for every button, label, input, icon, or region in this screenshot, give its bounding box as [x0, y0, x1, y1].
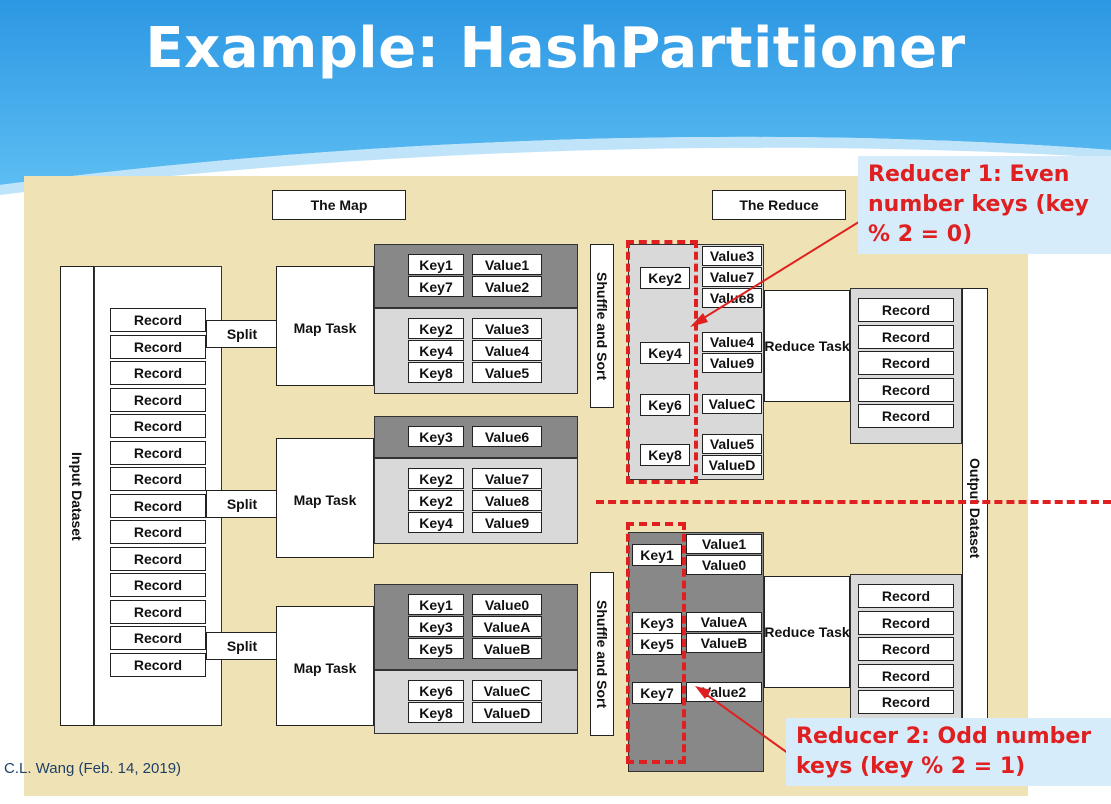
output-record: Record [858, 690, 954, 714]
credit-text: C.L. Wang (Feb. 14, 2019) [4, 760, 182, 777]
input-record: Record [110, 652, 206, 677]
header-swoosh [0, 136, 1111, 195]
map-output-key: Key7 [408, 276, 464, 297]
map-output-key: Key8 [408, 362, 464, 383]
map-output-key: Key3 [408, 426, 464, 447]
reduce-task-box: Reduce Task [764, 290, 850, 402]
input-record: Record [110, 467, 206, 491]
split-label: Split [206, 320, 278, 348]
map-task-box: Map Task [276, 438, 374, 558]
reducer-value: ValueA [686, 612, 762, 632]
input-record: Record [110, 387, 206, 412]
map-output-key: Key4 [408, 340, 464, 361]
reducer-value: ValueC [702, 394, 762, 414]
map-output-key: Key6 [408, 680, 464, 701]
page-title: Example: HashPartitioner [145, 16, 966, 81]
map-task-box: Map Task [276, 606, 374, 726]
input-record: Record [110, 308, 206, 332]
reducer-value: Value4 [702, 332, 762, 352]
reducer2-dashed-box [626, 522, 686, 764]
reducer-value: Value8 [702, 288, 762, 308]
map-output-key: Key8 [408, 702, 464, 723]
map-output-value: Value0 [472, 594, 542, 615]
output-record: Record [858, 404, 954, 428]
output-record: Record [858, 351, 954, 375]
map-output-value: Value2 [472, 276, 542, 297]
reducer-key: Key8 [640, 444, 690, 466]
map-output-value: Value7 [472, 468, 542, 489]
input-record: Record [110, 573, 206, 597]
reducer-value: Value2 [686, 682, 762, 702]
map-output-key: Key3 [408, 616, 464, 637]
map-output-key: Key1 [408, 594, 464, 615]
map-output-value: Value3 [472, 318, 542, 339]
split-label: Split [206, 632, 278, 660]
output-record: Record [858, 610, 954, 635]
reducer-value: Value0 [686, 555, 762, 575]
map-output-key: Key1 [408, 254, 464, 275]
map-output-value: Value4 [472, 340, 542, 361]
map-output-key: Key5 [408, 638, 464, 659]
map-task-box: Map Task [276, 266, 374, 386]
partition-dashed-line [596, 500, 1111, 504]
reducer-value: Value5 [702, 434, 762, 454]
map-output-value: ValueC [472, 680, 542, 701]
split-label: Split [206, 490, 278, 518]
reducer-value: ValueB [686, 633, 762, 653]
input-dataset-label: Input Dataset [60, 266, 94, 726]
reducer1-callout: Reducer 1: Even number keys (key % 2 = 0… [858, 156, 1111, 254]
output-record: Record [858, 584, 954, 608]
map-output-key: Key2 [408, 468, 464, 489]
reducer1-dashed-box [626, 240, 698, 484]
shuffle-sort-bar: Shuffle and Sort [590, 244, 614, 408]
input-record: Record [110, 414, 206, 438]
input-record: Record [110, 440, 206, 465]
map-output-key: Key4 [408, 512, 464, 533]
input-record: Record [110, 546, 206, 571]
output-record: Record [858, 377, 954, 402]
input-record: Record [110, 520, 206, 544]
output-record: Record [858, 324, 954, 349]
shuffle-sort-bar: Shuffle and Sort [590, 572, 614, 736]
output-record: Record [858, 637, 954, 661]
reducer-key: Key7 [632, 681, 682, 704]
input-record: Record [110, 626, 206, 650]
map-output-value: Value6 [472, 426, 542, 447]
reducer-key: Key5 [632, 632, 682, 655]
the-map-label: The Map [272, 190, 406, 220]
map-output-value: Value5 [472, 362, 542, 383]
reducer-key: Key6 [640, 393, 690, 416]
input-record: Record [110, 361, 206, 385]
header-band [0, 0, 1111, 185]
reducer-value: Value1 [686, 534, 762, 554]
reducer-value: ValueD [702, 455, 762, 475]
map-output-value: ValueD [472, 702, 542, 723]
the-reduce-label: The Reduce [712, 190, 846, 220]
reducer-key: Key2 [640, 266, 690, 289]
input-record: Record [110, 599, 206, 624]
output-record: Record [858, 298, 954, 322]
map-output-value: Value1 [472, 254, 542, 275]
reduce-task-box: Reduce Task [764, 576, 850, 688]
map-output-value: ValueB [472, 638, 542, 659]
reducer-value: Value7 [702, 267, 762, 287]
input-record: Record [110, 493, 206, 518]
map-output-key: Key2 [408, 318, 464, 339]
input-record: Record [110, 334, 206, 359]
map-output-key: Key2 [408, 490, 464, 511]
reducer-value: Value9 [702, 353, 762, 373]
reducer-key: Key1 [632, 544, 682, 566]
reducer-key: Key4 [640, 342, 690, 364]
map-output-value: ValueA [472, 616, 542, 637]
reducer-value: Value3 [702, 246, 762, 266]
map-output-value: Value9 [472, 512, 542, 533]
output-record: Record [858, 663, 954, 688]
output-dataset-label: Output Dataset [962, 288, 988, 728]
map-output-value: Value8 [472, 490, 542, 511]
reducer2-callout: Reducer 2: Odd number keys (key % 2 = 1) [786, 718, 1111, 786]
